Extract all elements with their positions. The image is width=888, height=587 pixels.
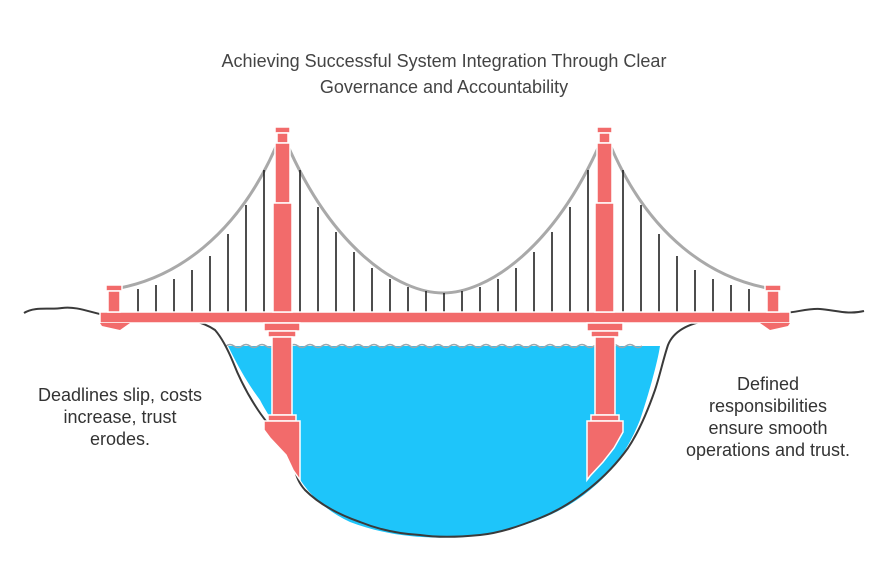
right-note-line-1: Defined	[736, 374, 800, 394]
left-note-line-2: increase, trust	[63, 407, 177, 427]
bridge-deck	[99, 311, 791, 330]
left-note-line-1: Deadlines slip, costs	[37, 385, 203, 405]
right-tower	[586, 126, 624, 483]
river-water	[228, 346, 660, 538]
title-line-1: Achieving Successful System Integration …	[221, 51, 667, 71]
cable-center-span	[280, 131, 607, 295]
water-surface	[225, 343, 643, 349]
right-note-line-2: responsibilities	[708, 396, 828, 416]
right-note-line-3: ensure smooth	[708, 418, 828, 438]
success-outcome-note: Defined responsibilities ensure smooth o…	[668, 373, 868, 461]
failure-outcome-note: Deadlines slip, costs increase, trust er…	[20, 384, 220, 450]
title-line-2: Governance and Accountability	[319, 77, 569, 97]
diagram-title: Achieving Successful System Integration …	[0, 48, 888, 100]
left-note-line-3: erodes.	[89, 429, 151, 449]
left-anchor-post	[105, 284, 123, 313]
right-note-line-4: operations and trust.	[685, 440, 851, 460]
cable-right-span	[603, 131, 774, 291]
hanger-cables	[137, 170, 750, 312]
cable-left-span	[113, 131, 284, 291]
right-anchor-post	[764, 284, 782, 313]
left-tower	[263, 126, 301, 483]
